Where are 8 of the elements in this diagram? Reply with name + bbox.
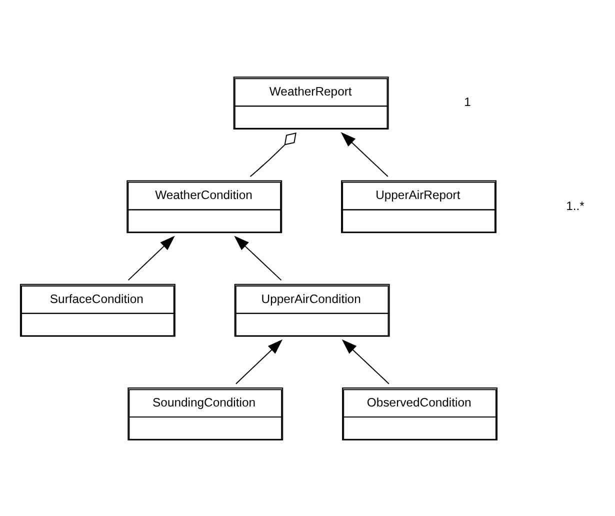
arrow [234, 235, 282, 280]
connector [250, 132, 296, 176]
arrow [236, 338, 283, 384]
arrow [342, 338, 390, 384]
label: 1..* [566, 198, 584, 212]
arrow [128, 235, 175, 280]
label: 1 [464, 94, 471, 109]
arrow [340, 132, 388, 176]
